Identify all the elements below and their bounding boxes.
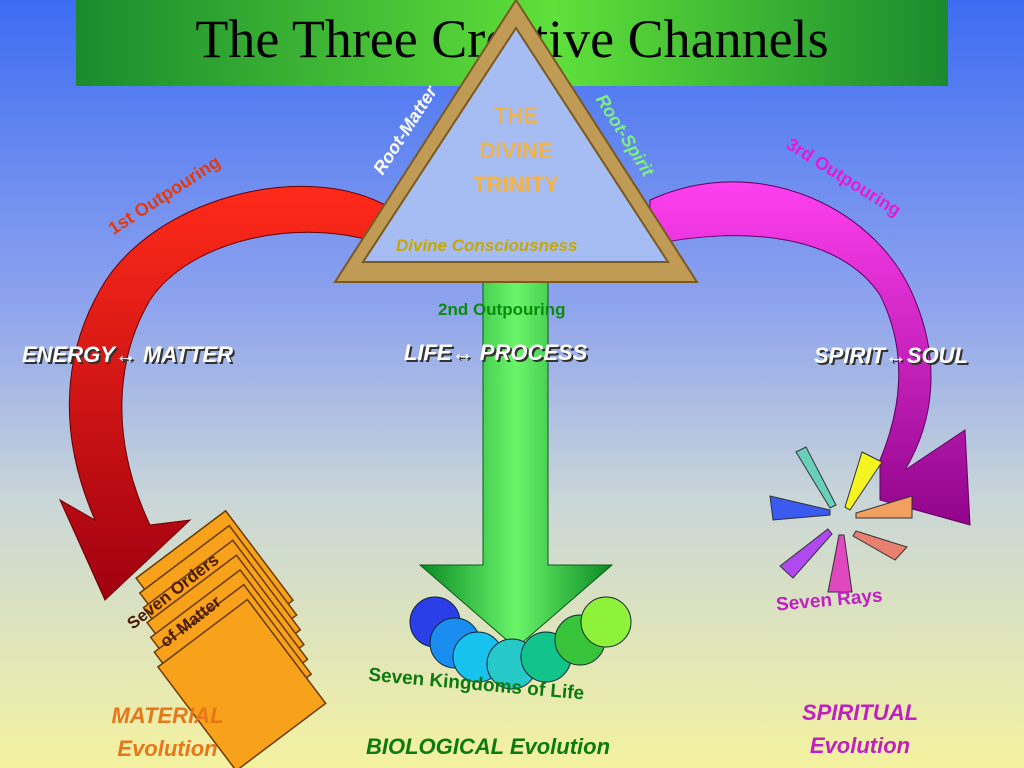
second-outpouring-label: 2nd Outpouring <box>438 300 566 319</box>
ray-petal <box>855 495 913 519</box>
trinity-title-line-2: DIVINE <box>479 138 553 163</box>
center-down-arrow <box>418 281 614 649</box>
spirit-soul-label: SPIRIT↔SOUL <box>814 343 969 368</box>
biological-evolution-label: BIOLOGICAL Evolution <box>366 734 611 759</box>
seven-kingdoms-circles <box>409 596 632 690</box>
energy-matter-label: ENERGY↔ MATTER <box>22 342 234 367</box>
ray-petal <box>769 495 831 521</box>
right-curved-arrow <box>649 181 971 526</box>
trinity-title-line-3: TRINITY <box>473 172 559 197</box>
spiritual-evolution-line-1: SPIRITUAL <box>801 700 919 725</box>
material-evolution-line-1: MATERIAL <box>111 703 224 728</box>
kingdom-circle <box>580 596 632 648</box>
life-process-label: LIFE↔ PROCESS <box>404 340 588 365</box>
trinity-title-line-1: THE <box>494 103 538 128</box>
ray-petal <box>852 530 908 561</box>
ray-petal <box>844 451 883 511</box>
material-evolution-line-2: Evolution <box>117 736 218 761</box>
seven-orders-cards <box>135 509 327 768</box>
ray-petal <box>795 446 837 509</box>
left-curved-arrow <box>58 185 386 601</box>
spiritual-evolution-line-2: Evolution <box>809 733 911 758</box>
ray-petal <box>779 528 833 579</box>
divine-consciousness-label: Divine Consciousness <box>396 236 578 255</box>
seven-rays <box>769 446 913 593</box>
trinity-triangle <box>333 0 699 283</box>
ray-petal <box>827 534 853 593</box>
